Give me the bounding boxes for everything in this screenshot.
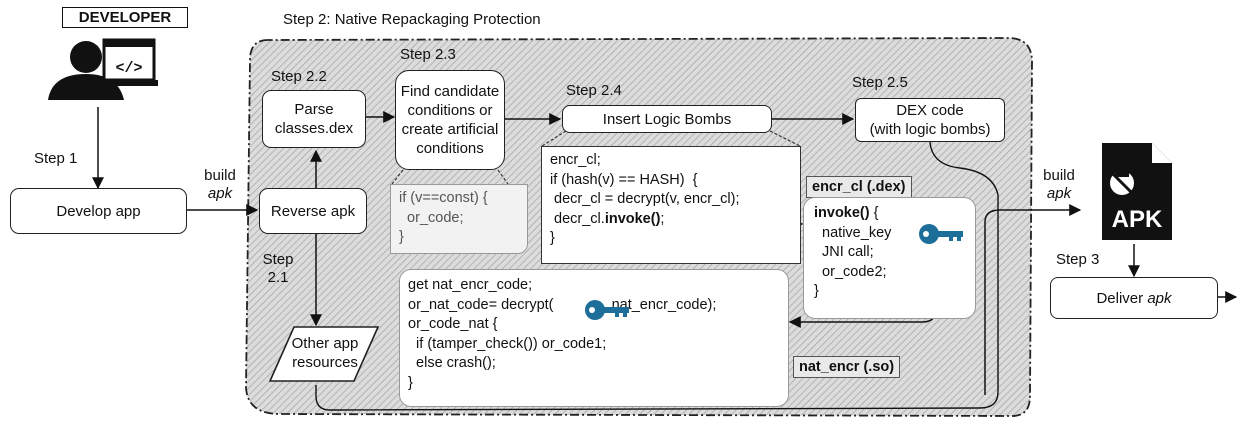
developer-label: DEVELOPER <box>62 7 188 28</box>
invoke-code-block: invoke() { native_key JNI call; or_code2… <box>803 197 976 319</box>
logic-bomb-code-block: encr_cl; if (hash(v) == HASH) { decr_cl … <box>541 146 801 264</box>
encr-cl-tag: encr_cl (.dex) <box>806 176 912 198</box>
find-conditions-box: Find candidate conditions or create arti… <box>395 70 505 170</box>
decrypt-key-icon <box>585 300 629 320</box>
develop-app-box: Develop app <box>10 188 187 234</box>
native-decrypt-line: or_nat_code= decrypt( , nat_encr_code); <box>408 296 717 313</box>
deliver-apk-box: Deliver apk <box>1050 277 1218 319</box>
apk-icon-label: APK <box>1111 206 1163 233</box>
invoke-call-line: decr_cl.invoke(); <box>550 210 665 227</box>
candidate-code-block: if (v==const) { or_code; } <box>390 184 528 254</box>
build-label-2: build apk <box>1043 167 1075 202</box>
native-code-block: get nat_encr_code; or_nat_code= decrypt(… <box>399 269 789 407</box>
developer-icon: </> <box>48 38 158 100</box>
step2-3-label: Step 2.3 <box>400 46 456 63</box>
resources-shape <box>268 326 380 382</box>
insert-bombs-box: Insert Logic Bombs <box>562 105 772 133</box>
build-label-1: build apk <box>204 167 236 202</box>
native-key-icon <box>919 224 963 244</box>
callout-insert <box>541 130 801 147</box>
step2-5-label: Step 2.5 <box>852 74 908 91</box>
nat-encr-tag: nat_encr (.so) <box>793 356 901 378</box>
step1-label: Step 1 <box>34 150 78 167</box>
callout-find <box>391 169 509 185</box>
step2-4-label: Step 2.4 <box>566 82 622 99</box>
svg-text:</>: </> <box>115 60 142 77</box>
apk-file-icon <box>1102 143 1172 240</box>
step2-2-label: Step 2.2 <box>271 68 327 85</box>
dex-code-box: DEX code (with logic bombs) <box>855 98 1005 142</box>
parse-classes-box: Parse classes.dex <box>262 90 366 148</box>
step3-label: Step 3 <box>1056 251 1100 268</box>
step2-1-label: Step 2.1 <box>262 251 294 286</box>
resources-label: Other app resources <box>291 335 359 371</box>
reverse-apk-box: Reverse apk <box>259 188 367 234</box>
flow-dex-to-apk <box>315 141 999 411</box>
flow-resources-to-apk <box>984 204 1082 395</box>
step2-title: Step 2: Native Repackaging Protection <box>283 11 541 28</box>
